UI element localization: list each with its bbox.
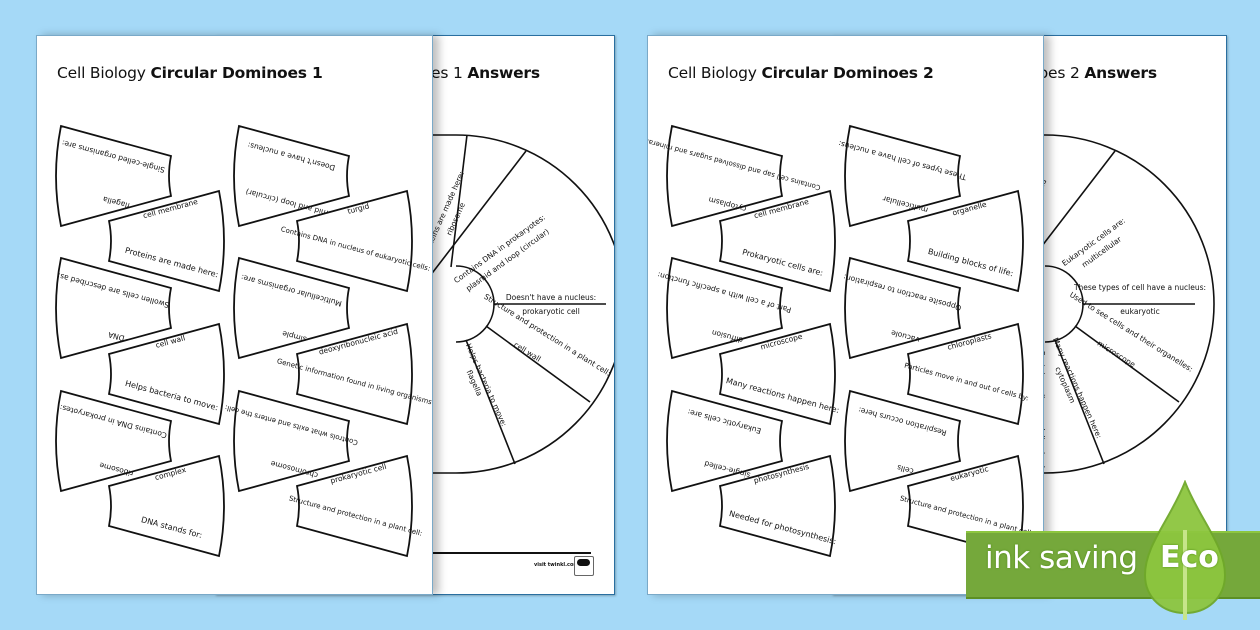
svg-text:Many reactions happen here:: Many reactions happen here: (1051, 336, 1104, 440)
svg-text:prokaryotic cell: prokaryotic cell (522, 307, 580, 316)
dominoes-sheet-2: Cell Biology Circular Dominoes 2 Contain… (647, 35, 1044, 595)
dominoes-sheet-1: Cell Biology Circular Dominoes 1 Single-… (36, 35, 433, 595)
ink-saving-label: ink saving (985, 540, 1138, 576)
svg-text:microscope: microscope (1096, 339, 1138, 370)
svg-text:DNA: DNA (106, 330, 125, 343)
svg-text:Doesn't have a nucleus:: Doesn't have a nucleus: (506, 293, 596, 302)
dominoes-2-cards: Contains cell sap and dissolved sugars a… (648, 125, 1034, 557)
domino-card: complex DNA stands for: (108, 455, 225, 557)
svg-text:These types of cell have a nuc: These types of cell have a nucleus: (1073, 283, 1206, 292)
dominoes-1-cards: Single-celled organisms are: flagella ce… (55, 125, 432, 557)
domino-card: Opposite reaction to respiration: vacuol… (842, 257, 962, 359)
svg-text:Structure and protection in a: Structure and protection in a plant cell… (482, 292, 612, 378)
dominoes-2-title: Cell Biology Circular Dominoes 2 (668, 64, 934, 82)
domino-card: Eukaryotic cells are: single-celled (666, 390, 783, 492)
svg-text:eukaryotic: eukaryotic (1120, 307, 1159, 316)
domino-card: Multicellular organisms are: simple (233, 257, 350, 359)
footer-link-text: visit twinkl.com (534, 562, 579, 568)
dominoes-1-title: Cell Biology Circular Dominoes 1 (57, 64, 323, 82)
leaf-drop-icon (1143, 480, 1227, 620)
svg-text:cells: cells (896, 463, 915, 476)
svg-text:Contains DNA in prokaryotes:: Contains DNA in prokaryotes: (452, 213, 547, 285)
svg-text:cell wall: cell wall (512, 340, 542, 364)
domino-card: prokaryotic cell Structure and protectio… (288, 455, 423, 557)
domino-card: organelle Building blocks of life: (907, 190, 1024, 292)
eco-label: Eco (1160, 540, 1219, 575)
twinkl-logo-icon (574, 556, 594, 576)
